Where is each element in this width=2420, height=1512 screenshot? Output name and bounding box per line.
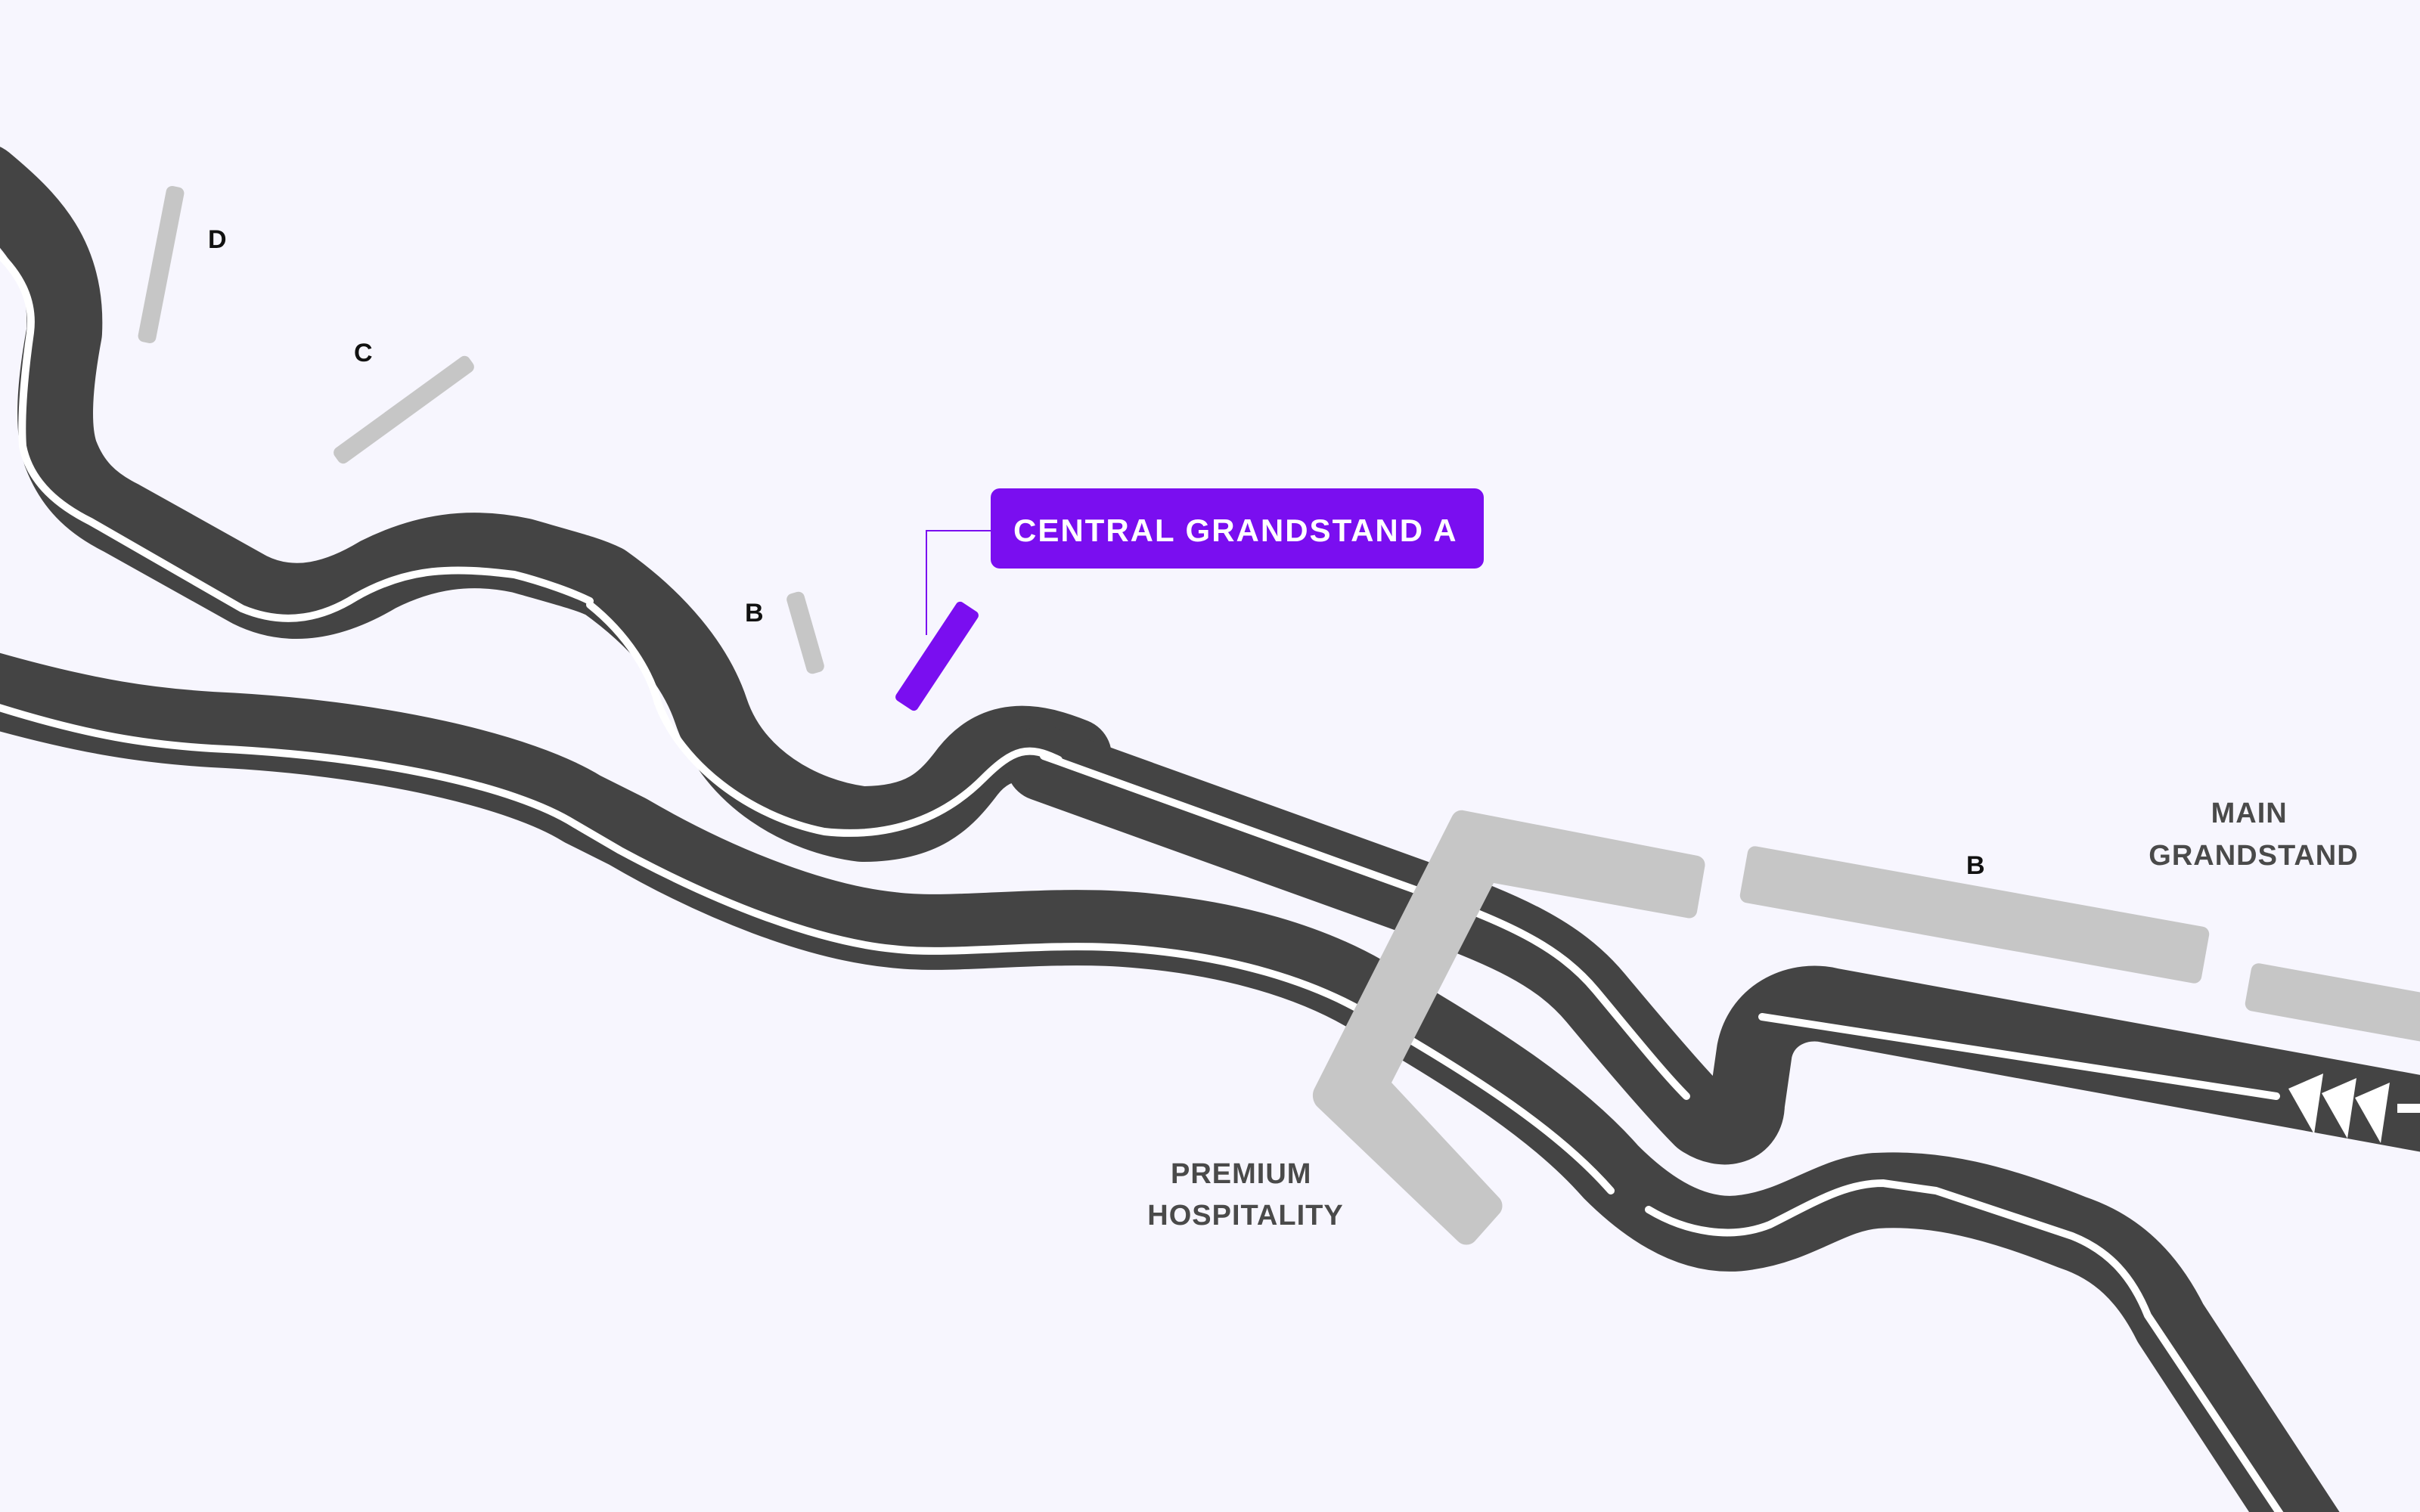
direction-arrow-2 (2322, 1078, 2356, 1139)
area-labels: PREMIUM HOSPITALITY MAIN GRANDSTAND (1147, 798, 2358, 1232)
start-line-stub (2397, 1104, 2420, 1113)
track-edge-line-upper (0, 249, 594, 622)
stand-labels: D C B B (208, 225, 1985, 880)
premium-hospitality-label: PREMIUM HOSPITALITY (1147, 1158, 1343, 1232)
premium-hospitality-stand[interactable] (1312, 810, 1705, 1245)
track-back-straight (0, 652, 2340, 1512)
track (0, 147, 2420, 1512)
central-grandstand-a-block[interactable] (894, 600, 980, 713)
stand-d-label: D (208, 225, 227, 254)
stand-b-left-label: B (745, 599, 764, 627)
track-upper-loop (0, 147, 1112, 862)
track-edge-line-mid (586, 601, 1063, 837)
callout-leader-line (926, 530, 992, 635)
main-grandstand-block[interactable] (2244, 962, 2420, 1058)
direction-arrow-1 (2288, 1074, 2323, 1134)
stand-b-right-block[interactable] (1739, 845, 2211, 985)
main-grandstand-label: MAIN GRANDSTAND (2149, 798, 2358, 872)
stand-c-label: C (354, 339, 373, 367)
triple-chevron-left-icon (2288, 1074, 2420, 1143)
track-main-straight (1006, 726, 2420, 1165)
callout-label: CENTRAL GRANDSTAND A (1013, 513, 1458, 548)
stand-c-block[interactable] (331, 354, 476, 466)
premium-hospitality-line-2: HOSPITALITY (1147, 1200, 1343, 1232)
central-grandstand-a[interactable]: CENTRAL GRANDSTAND A (894, 488, 1484, 712)
stand-d-block[interactable] (137, 185, 185, 345)
track-edge-line-chicane (1645, 1179, 2284, 1512)
main-grandstand-line-1: MAIN (2211, 798, 2288, 829)
callout-box[interactable] (991, 488, 1484, 569)
premium-hospitality-line-1: PREMIUM (1171, 1158, 1311, 1190)
direction-arrow-3 (2355, 1083, 2390, 1143)
stand-b-right-label: B (1966, 851, 1985, 880)
main-grandstand-line-2: GRANDSTAND (2149, 840, 2358, 872)
stands (137, 185, 2420, 1245)
stand-b-left-block[interactable] (785, 590, 825, 675)
